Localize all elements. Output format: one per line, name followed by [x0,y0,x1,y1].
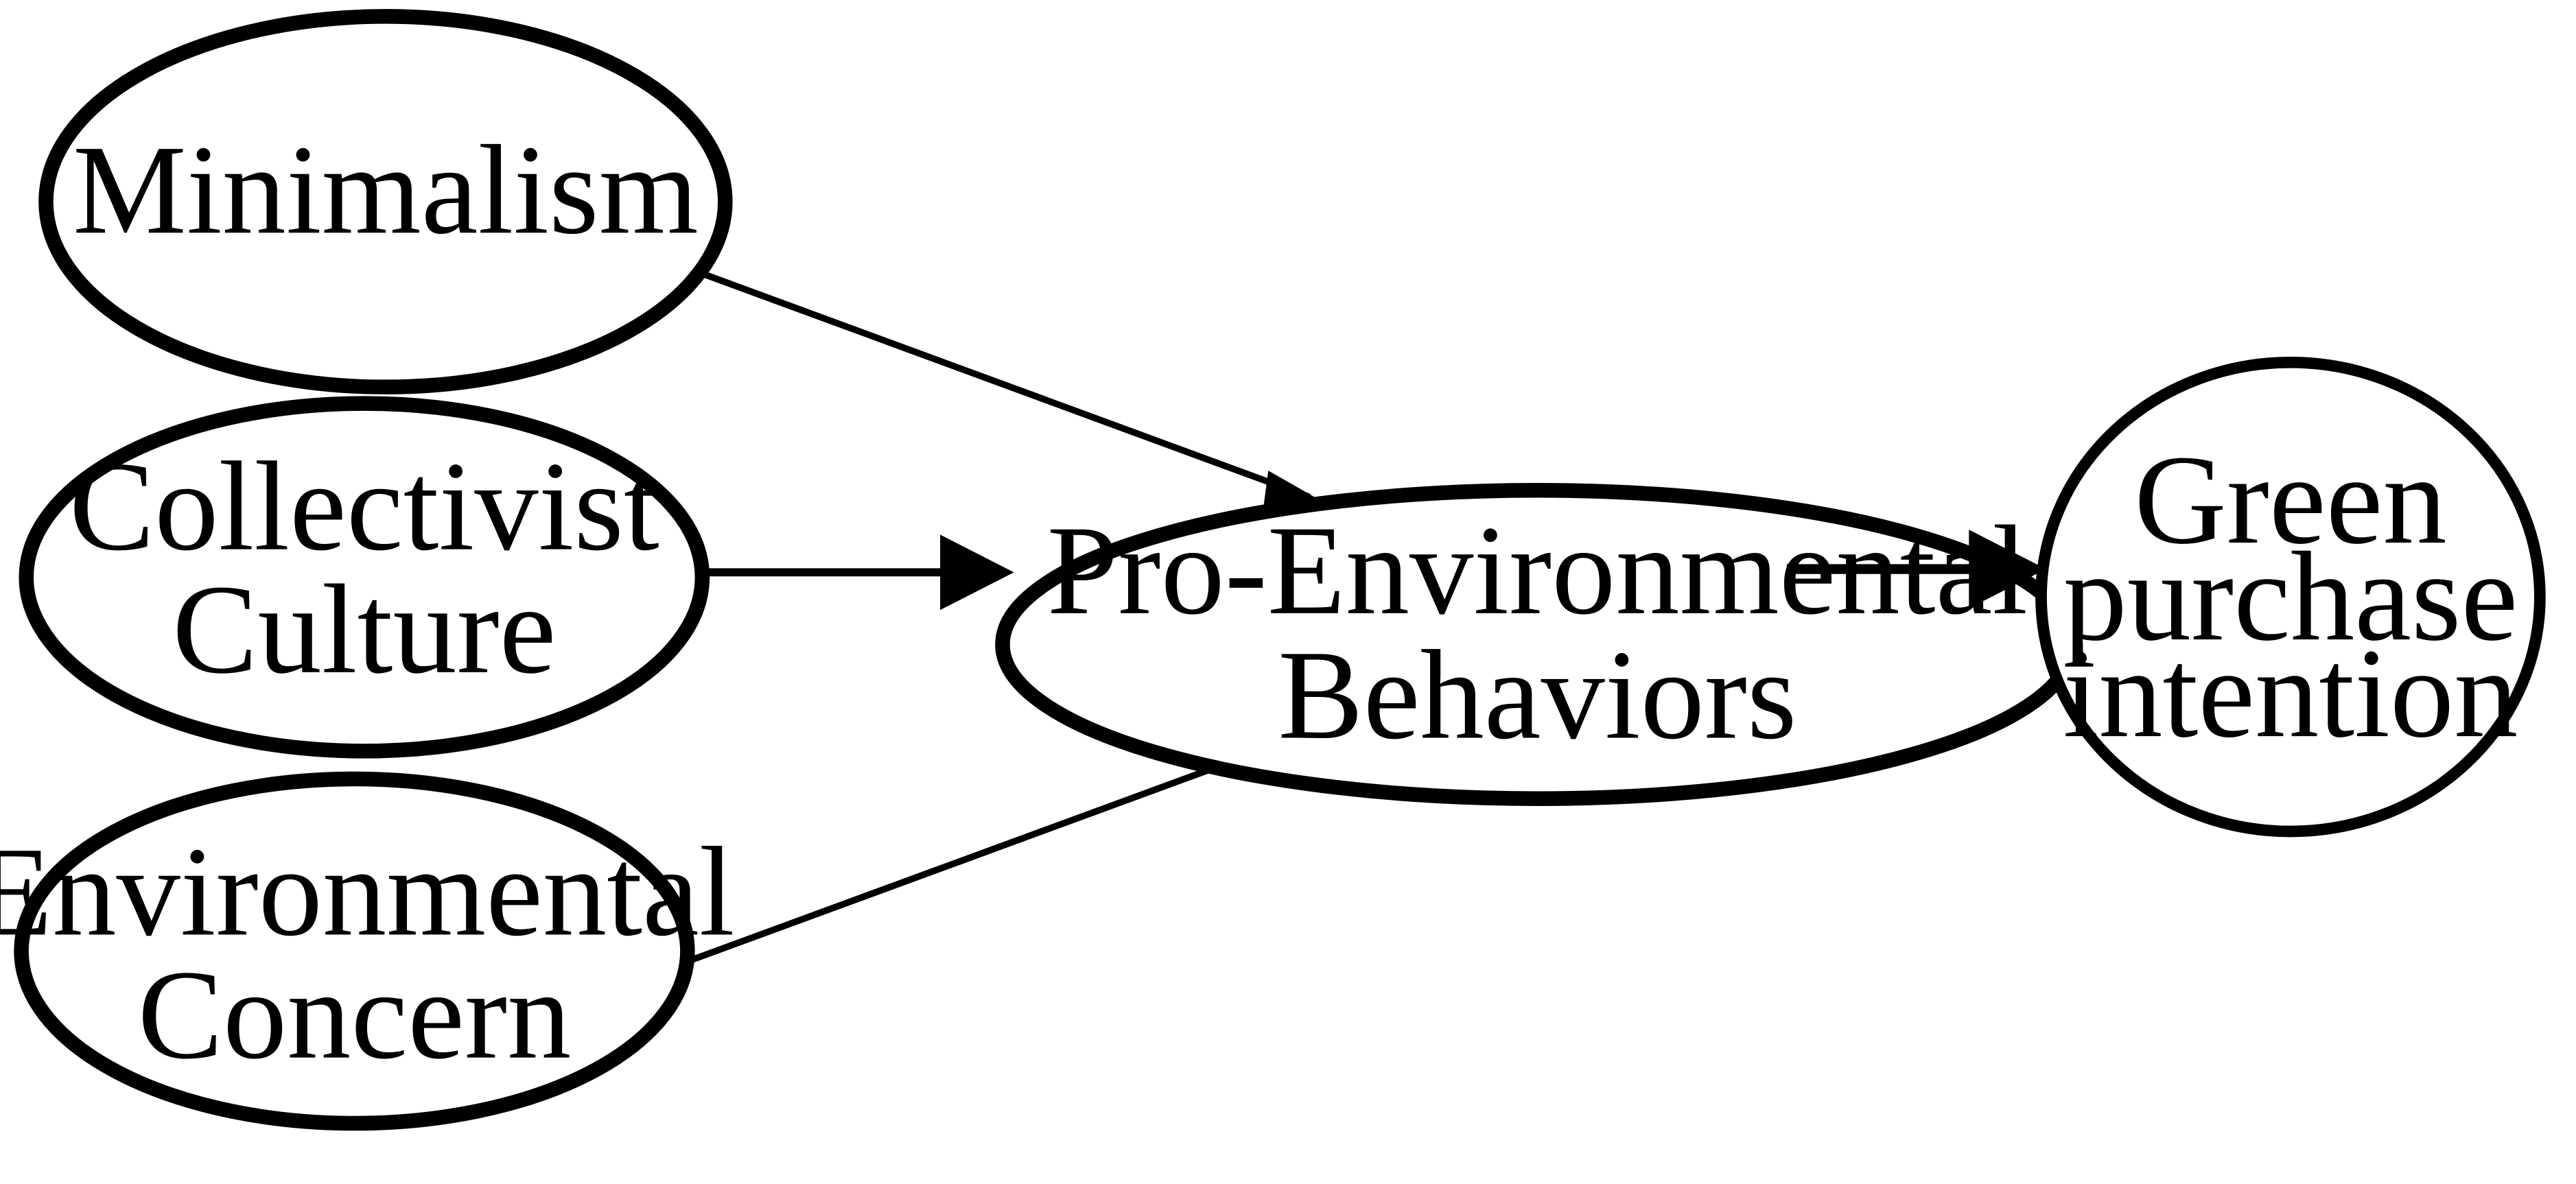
edge-peb-to-gpi [1786,530,2046,608]
node-collectivist-culture[interactable]: Collectivist Culture [19,396,710,759]
node-green-purchase-intention-label-line1: Green [2134,429,2447,571]
node-minimalism[interactable]: Minimalism [38,9,733,394]
edge-peb-to-gpi-arrowhead [1969,530,2046,608]
node-minimalism-label: Minimalism [73,119,699,261]
node-green-purchase-intention-label-line2: purchase [2063,526,2518,667]
node-environmental-concern-shape[interactable] [14,771,695,1131]
node-environmental-concern[interactable]: Environmental Concern [0,771,735,1131]
edge-minimalism-to-peb-line [692,267,1311,500]
node-green-purchase-intention-label-line3: intention [2063,623,2518,764]
node-minimalism-shape[interactable] [38,9,733,394]
edge-collectivist-to-peb-arrowhead [940,534,1014,611]
node-pro-environmental-behaviors[interactable]: Pro-Environmental Behaviors [995,483,2080,806]
node-green-purchase-intention[interactable]: Green purchase intention [2035,356,2546,838]
node-collectivist-culture-shape[interactable] [19,396,710,759]
node-collectivist-culture-label-line2: Culture [172,559,556,700]
node-pro-environmental-behaviors-label-line2: Behaviors [1278,625,1796,766]
node-collectivist-culture-label-line1: Collectivist [69,436,659,578]
edge-collectivist-to-peb [697,534,1014,611]
node-environmental-concern-label-line2: Concern [138,945,572,1086]
node-green-purchase-intention-shape[interactable] [2035,356,2546,838]
node-environmental-concern-label-line1: Environmental [0,821,735,962]
edge-minimalism-to-peb [692,267,1326,520]
